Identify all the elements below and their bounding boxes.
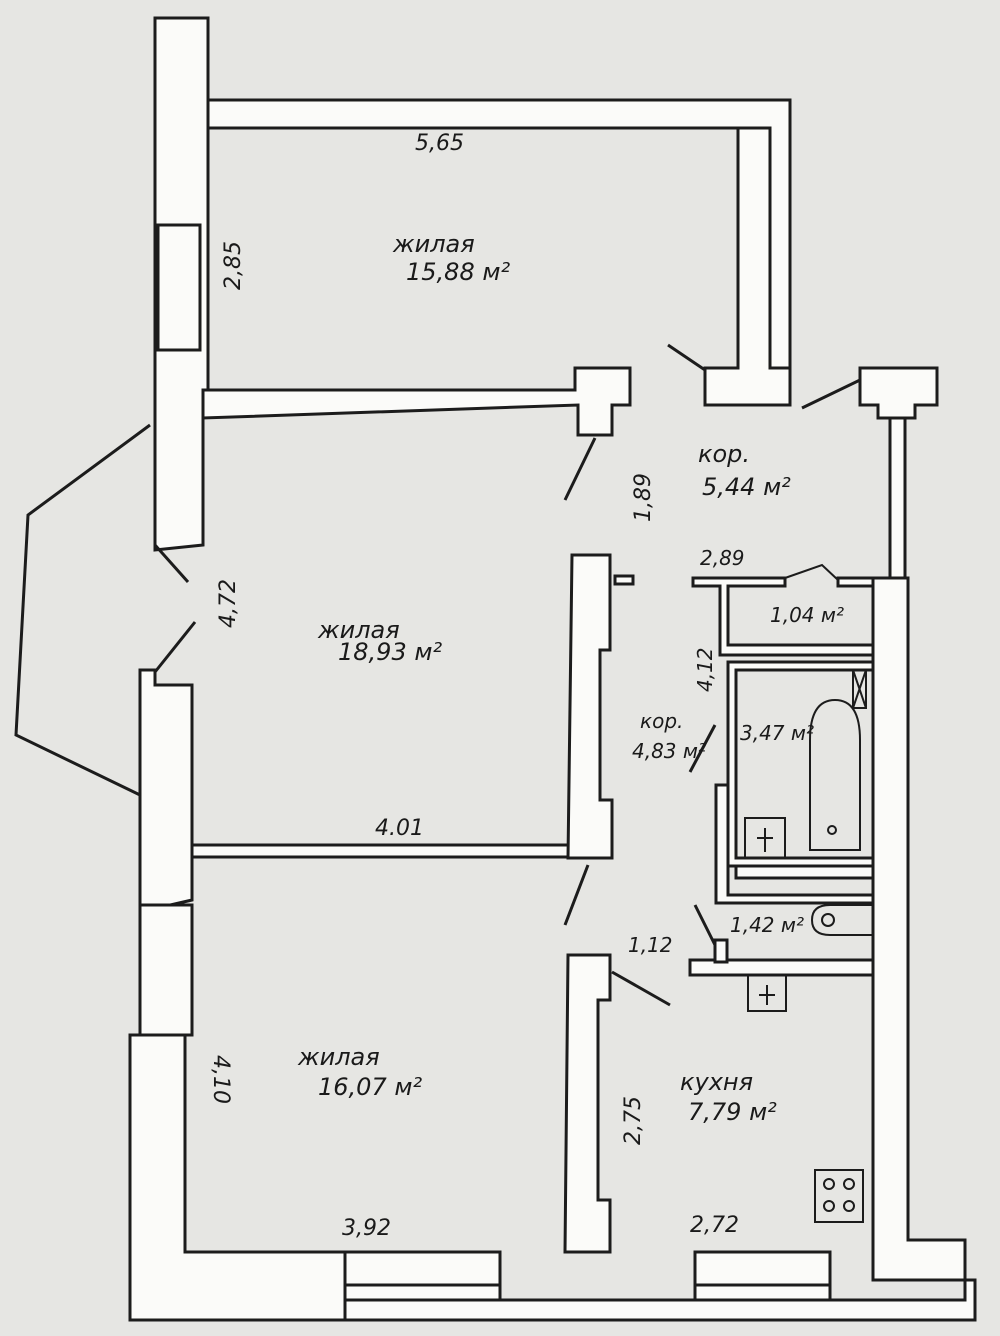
door-balcony-top: [153, 544, 190, 583]
room-name-living-top: жилая: [392, 230, 475, 258]
room-area-corridor-top: 5,44 м²: [702, 473, 791, 501]
room-area-living-bottom: 16,07 м²: [318, 1073, 422, 1101]
door-room2: [563, 437, 597, 501]
window-room1: [156, 223, 202, 352]
dim-corridor2-height: 4,12: [693, 647, 717, 692]
room-labels: жилая 15,88 м² жилая 18,93 м² жилая 16,0…: [297, 230, 844, 1126]
walls: [128, 16, 977, 1322]
door-kitchen: [611, 970, 671, 1007]
wall-room1-right: [703, 126, 792, 407]
bathroom-sink-icon: [744, 817, 786, 859]
door-corridor2: [688, 724, 717, 773]
door-balcony-bottom: [153, 621, 197, 673]
wall-toilet-stub: [713, 938, 729, 964]
stove-burner-icon: [843, 1178, 855, 1190]
room-name-corridor-middle: кор.: [640, 709, 683, 733]
wall-top-outer: [154, 16, 792, 402]
wall-right: [871, 576, 967, 1282]
room-area-closet: 1,04 м²: [770, 603, 844, 627]
bathroom-sink-cross: [757, 828, 773, 852]
window-bottom-left: [343, 1283, 502, 1302]
room-area-living-middle: 18,93 м²: [338, 638, 442, 666]
bathtub-drain-icon: [827, 825, 837, 835]
door-room3: [563, 864, 590, 926]
wall-room2-right: [566, 553, 614, 860]
dim-kitchen-height: 2,75: [621, 1096, 646, 1145]
dim-kitchen-width: 2,72: [690, 1213, 739, 1238]
stove-burner-icon: [823, 1200, 835, 1212]
room-name-kitchen: кухня: [680, 1068, 753, 1096]
door-room1: [667, 343, 706, 372]
dim-bottom-width: 3,92: [342, 1216, 391, 1241]
dim-closet-width: 2,89: [700, 546, 745, 570]
wall-bathroom-inner: [714, 783, 875, 905]
bathtub-icon: [809, 698, 861, 851]
room-area-living-top: 15,88 м²: [406, 258, 510, 286]
wall-partition-1-2: [201, 366, 632, 437]
kitchen-sink-icon: [747, 974, 787, 1012]
wall-corridor-stub: [613, 574, 635, 586]
wall-room3-kitchen: [563, 953, 612, 1254]
ventilation-icon: [852, 669, 867, 709]
bathroom-block: [613, 574, 875, 1223]
stove-burner-icon: [823, 1178, 835, 1190]
room-name-living-bottom: жилая: [297, 1043, 380, 1071]
column-top-right: [858, 366, 939, 420]
toilet-icon: [810, 904, 873, 936]
dim-middle-width: 4.01: [375, 816, 424, 841]
wall-bathroom: [726, 660, 875, 868]
window-room3: [138, 903, 194, 1037]
door-corridor-right: [801, 378, 861, 410]
stove-icon: [814, 1169, 864, 1223]
dim-corridor-height: 1,89: [631, 473, 656, 522]
doors: [153, 343, 861, 1007]
window-bottom-kitchen: [693, 1283, 832, 1302]
dim-kitchen-entry: 1,12: [628, 933, 673, 957]
door-closet: [784, 563, 839, 581]
dim-top-height: 2,85: [221, 241, 246, 290]
wall-partition-2-3: [190, 843, 572, 859]
wall-closet: [691, 576, 875, 657]
dim-top-width: 5,65: [415, 131, 464, 156]
dimension-labels: 5,65 2,85 4,72 4.01 4,10 3,92 1,89 2,89 …: [208, 131, 745, 1241]
wall-right-thin: [888, 416, 907, 580]
dim-bottom-height: 4,10: [208, 1055, 233, 1104]
room-area-toilet: 1,42 м²: [730, 913, 804, 937]
kitchen-sink-cross: [759, 985, 775, 1005]
room-area-bathroom: 3,47 м²: [740, 721, 814, 745]
room-area-corridor-middle: 4,83 м²: [632, 739, 706, 763]
toilet-bowl-icon: [821, 913, 835, 927]
wall-left-lower: [138, 668, 194, 914]
wall-shaft: [734, 864, 875, 880]
balcony-outline: [14, 423, 151, 797]
wall-closet-right: [836, 576, 875, 588]
room-area-kitchen: 7,79 м²: [688, 1098, 777, 1126]
room-name-corridor-top: кор.: [698, 440, 750, 468]
wall-left-bottom: [128, 1033, 347, 1322]
wall-toilet-kitchen: [688, 958, 875, 977]
stove-burner-icon: [843, 1200, 855, 1212]
room-name-living-middle: жилая: [317, 616, 400, 644]
dim-middle-height: 4,72: [216, 579, 241, 628]
